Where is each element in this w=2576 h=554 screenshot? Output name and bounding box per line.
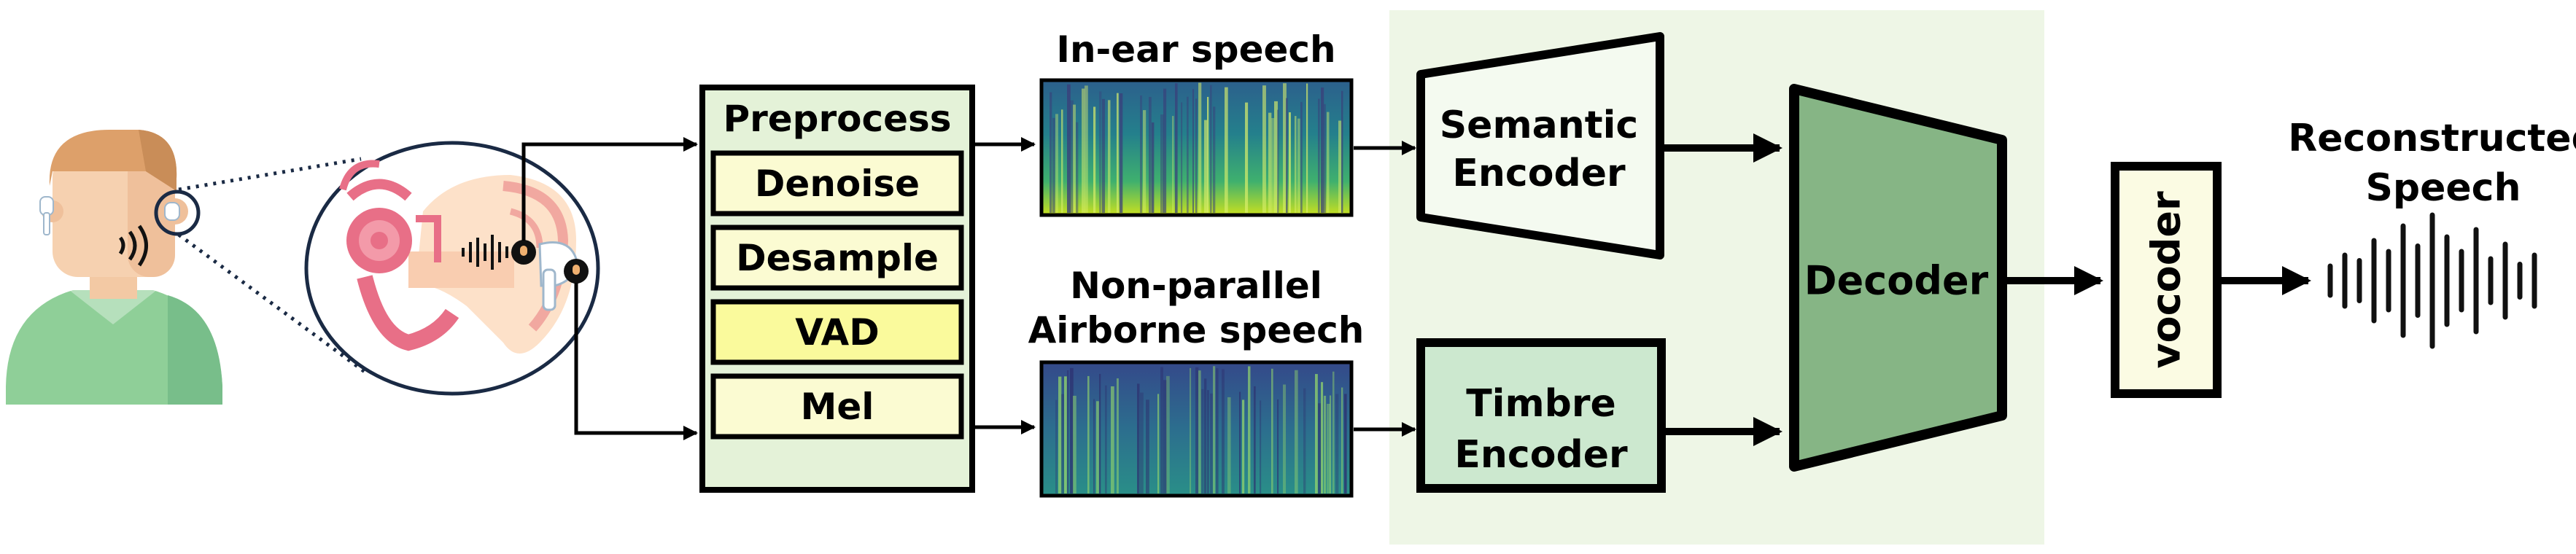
vocoder-label: vocoder — [2144, 191, 2189, 369]
sound-wave-icon — [462, 235, 508, 270]
in-ear-spectrogram — [1039, 78, 1354, 217]
timbre-encoder-line2: Encoder — [1454, 433, 1628, 477]
reconstructed-speech-line2: Speech — [2365, 166, 2521, 210]
step-denoise-box — [710, 150, 964, 216]
step-desample: Desample — [736, 237, 939, 279]
microphone-icon — [511, 240, 589, 284]
step-mel-box — [710, 373, 964, 440]
sound-wave-icon — [2327, 212, 2537, 349]
preprocess-block: Preprocess Denoise Desample VAD Mel — [699, 85, 975, 493]
person-icon — [6, 130, 222, 405]
step-vad: VAD — [795, 311, 880, 354]
vocoder-block — [2111, 162, 2222, 398]
airborne-speech-title-line2: Airborne speech — [1028, 309, 1365, 351]
semantic-encoder-block — [1416, 32, 1664, 260]
preprocess-title: Preprocess — [723, 98, 951, 140]
ear-anatomy-icon — [304, 141, 600, 396]
airborne-spectrogram — [1039, 360, 1354, 498]
decoder-block — [1789, 84, 2007, 472]
step-vad-box — [710, 299, 964, 365]
decoder-label: Decoder — [1804, 258, 1989, 304]
reconstructed-speech-line1: Reconstructed — [2288, 117, 2576, 160]
step-desample-box — [710, 225, 964, 291]
step-mel: Mel — [801, 386, 874, 428]
in-ear-speech-title: In-ear speech — [1056, 28, 1335, 71]
timbre-encoder-block — [1416, 338, 1666, 493]
timbre-encoder-line1: Timbre — [1466, 382, 1616, 426]
semantic-encoder-line1: Semantic — [1440, 104, 1639, 147]
step-denoise: Denoise — [755, 163, 920, 205]
semantic-encoder-line2: Encoder — [1452, 152, 1626, 195]
airborne-speech-title-line1: Non-parallel — [1070, 265, 1322, 307]
